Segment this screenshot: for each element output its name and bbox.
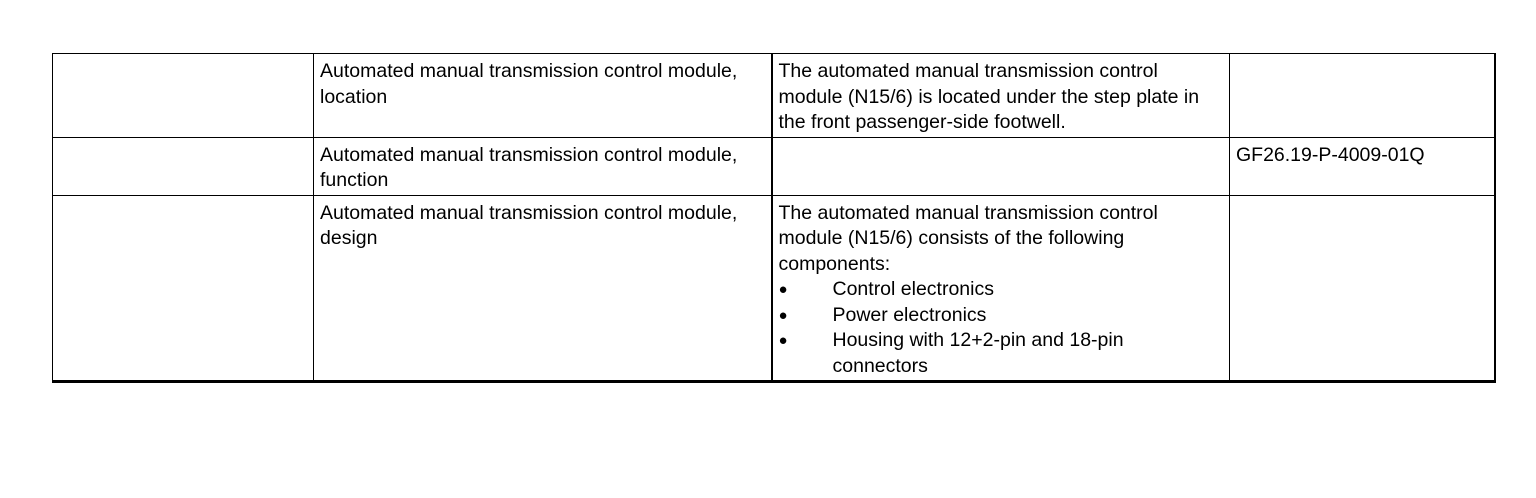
list-item: ● Control electronics [779, 277, 1224, 303]
table-row: Automated manual transmission control mo… [52, 53, 1496, 138]
row-reference [1229, 194, 1496, 383]
row-description-cell: The automated manual transmission contro… [770, 194, 1230, 383]
list-item-text: Power electronics [832, 303, 987, 326]
bullet-icon: ● [778, 306, 788, 324]
row-title: Automated manual transmission control mo… [313, 136, 772, 196]
row-description: The automated manual transmission contro… [770, 53, 1230, 138]
row-description: The automated manual transmission contro… [778, 201, 1158, 275]
component-list: ● Control electronics ● Power electronic… [779, 277, 1224, 379]
table-cell-empty [52, 194, 314, 383]
table-cell-empty [52, 53, 314, 138]
list-item: ● Housing with 12+2-pin and 18-pin conne… [779, 328, 1224, 379]
list-item-text: Housing with 12+2-pin and 18-pin connect… [832, 329, 1124, 377]
row-title: Automated manual transmission control mo… [313, 194, 772, 383]
row-reference: GF26.19-P-4009-01Q [1229, 136, 1496, 196]
row-description [770, 136, 1230, 196]
table-row: Automated manual transmission control mo… [52, 194, 1496, 383]
row-reference [1229, 53, 1496, 138]
bullet-icon: ● [778, 281, 788, 298]
table-row: Automated manual transmission control mo… [52, 136, 1496, 196]
document-table: Automated manual transmission control mo… [52, 53, 1496, 383]
table-cell-empty [52, 136, 314, 196]
list-item: ● Power electronics [779, 303, 1224, 329]
bullet-icon: ● [778, 332, 788, 349]
list-item-text: Control electronics [832, 278, 994, 300]
row-title: Automated manual transmission control mo… [313, 53, 772, 138]
